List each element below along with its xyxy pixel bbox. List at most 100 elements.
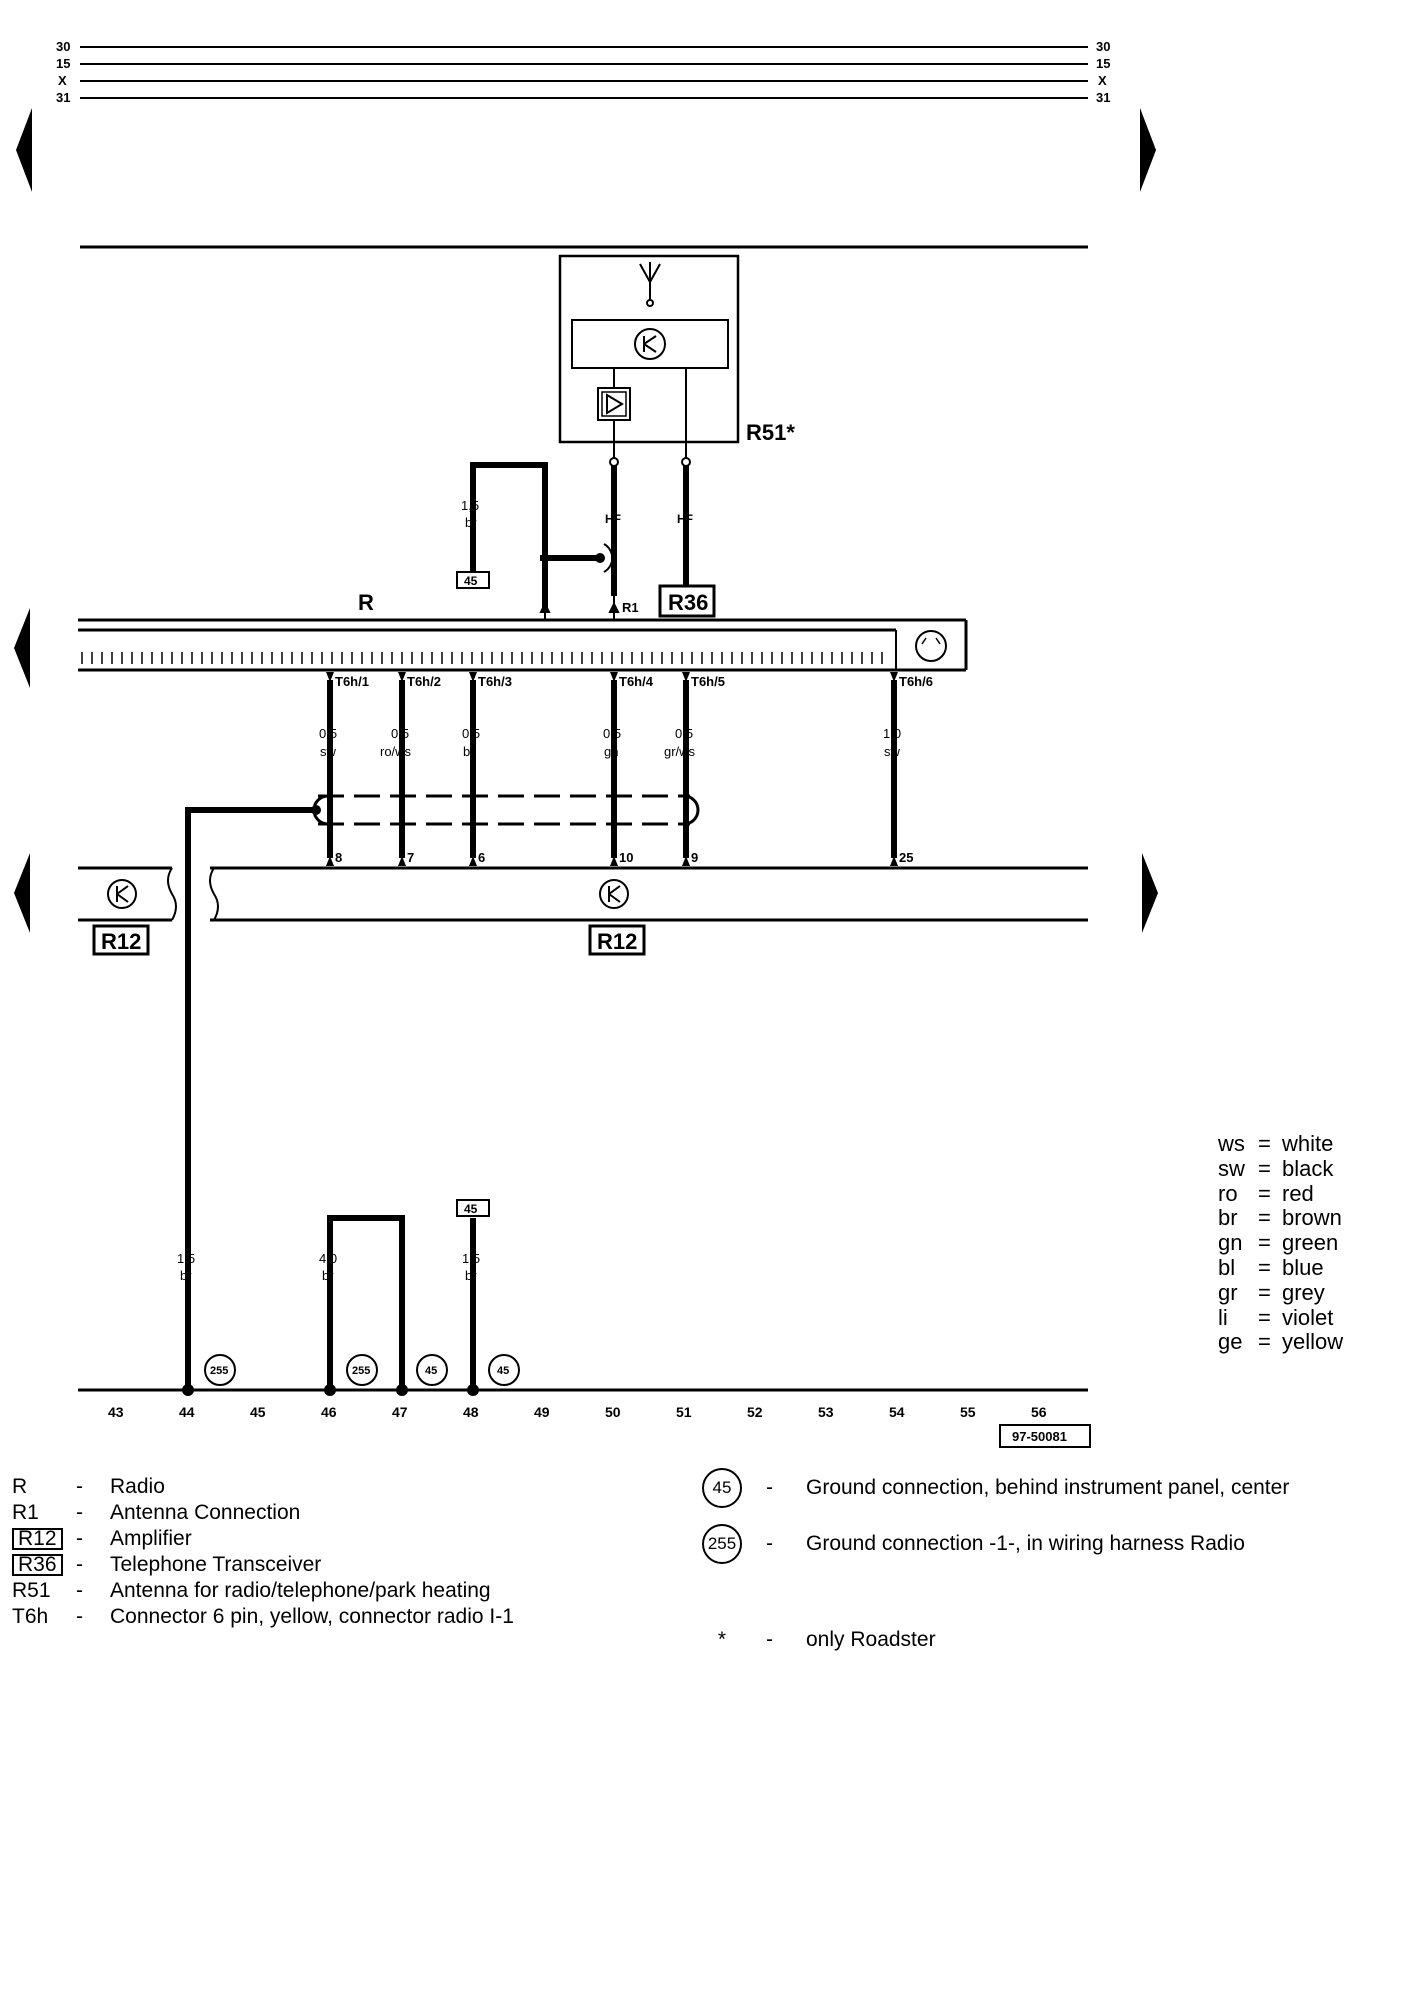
svg-text:31: 31 [1096,90,1110,105]
pin-arrow [326,856,334,866]
legend-row: R-Radio [12,1475,165,1498]
color-row: sw=black [1218,1155,1334,1181]
svg-text:X: X [1098,73,1107,88]
pin-arrow [890,856,898,866]
prev-page-arrow-icon[interactable] [16,108,32,192]
wire-label: T6h/2 [407,674,441,689]
svg-text:45: 45 [497,1365,509,1377]
svg-text:1,5: 1,5 [177,1251,195,1266]
svg-text:31: 31 [56,90,70,105]
legend-row: T6h-Connector 6 pin, yellow, connector r… [12,1605,514,1628]
cable-shield [312,794,700,826]
document-id: 97-50081 [999,1424,1091,1448]
svg-text:30: 30 [56,39,70,54]
next-page-arrow-icon[interactable] [1140,108,1156,192]
radio-knob-icon [915,630,947,662]
track-number: 50 [605,1404,621,1420]
pin-arrow [682,672,690,682]
ground-ref-45-bottom: 45 [456,1199,490,1217]
color-row: gr=grey [1218,1279,1325,1305]
ground-wire-45-top [470,462,548,612]
telephone-transceiver-r36: R36 [658,584,716,618]
wire-label: 0,5 [675,726,693,741]
wire-label: T6h/3 [478,674,512,689]
svg-text:15: 15 [56,56,70,71]
hf-label-2: HF [677,512,693,526]
wire-label: ro/ws [380,744,412,759]
color-row: br=brown [1218,1205,1342,1231]
svg-text:br: br [465,1268,477,1283]
wire-label: 0,5 [319,726,337,741]
color-row: ro=red [1218,1180,1314,1206]
pin-arrow [398,856,406,866]
pin-arrow [610,672,618,682]
ground-bus-nodes [182,1384,479,1396]
svg-text:br: br [322,1268,334,1283]
wire-label: 7 [407,850,414,865]
radio-transceiver-icon [634,328,666,360]
svg-text:97-50081: 97-50081 [1012,1429,1067,1444]
track-number: 46 [321,1404,337,1420]
pin-arrow [326,672,334,682]
wire-label: 0,5 [391,726,409,741]
radio-unit [78,618,968,672]
svg-text:4,0: 4,0 [319,1251,337,1266]
color-row: ws=white [1218,1131,1334,1156]
svg-text:45: 45 [425,1365,437,1377]
ground-legend-255: 255 - Ground connection -1-, in wiring h… [702,1524,1245,1564]
svg-text:X: X [58,73,67,88]
hf-label-1: HF [605,512,621,526]
amplifier-unit: R12 R12 [78,866,1088,956]
wire-label: 6 [478,850,485,865]
pin-arrow [469,856,477,866]
wire-label: gr/ws [664,744,696,759]
track-number: 45 [250,1404,266,1420]
radio-scale [81,652,883,664]
component-legend: R-Radio R1-Antenna Connection R12-Amplif… [12,1474,514,1630]
svg-text:255: 255 [352,1365,370,1377]
svg-text:45: 45 [464,574,478,588]
prev-section-arrow-icon-2[interactable] [14,853,30,933]
ground-ref-45-top: 45 [456,571,490,589]
svg-text:R12: R12 [597,929,637,954]
pin-arrow [469,672,477,682]
hf-cables [611,466,689,596]
svg-text:45: 45 [464,1202,478,1216]
color-row: li=violet [1218,1304,1334,1330]
track-number: 55 [960,1404,976,1420]
footnote: * - only Roadster [717,1628,936,1651]
svg-text:br: br [180,1268,192,1283]
amplifier-symbol-icon [107,879,137,909]
wire-label: T6h/1 [335,674,369,689]
svg-text:15: 15 [1096,56,1110,71]
wire-label: 1,0 [883,726,901,741]
amplifier-symbol-icon-2 [599,879,629,909]
track-number: 49 [534,1404,550,1420]
color-row: gn=green [1218,1230,1339,1256]
connector-wires: T6h/10,5sw8T6h/20,5ro/ws7T6h/30,5br6T6h/… [319,672,933,866]
wire-label: sw [320,744,337,759]
track-number: 43 [108,1404,124,1420]
radio-input-arrows [539,596,620,620]
radio-label: R [358,590,374,615]
wire-color-legend: ws=white sw=black ro=red br=brown gn=gre… [1218,1131,1343,1355]
pin-arrow [610,856,618,866]
track-number: 53 [818,1404,834,1420]
prev-section-arrow-icon[interactable] [14,608,30,688]
bottom-ground-wires [327,1215,476,1390]
ground-legend-45: 45 - Ground connection, behind instrumen… [702,1468,1289,1508]
wire-label: T6h/6 [899,674,933,689]
wire-label: 10 [619,850,633,865]
pin-arrow [682,856,690,866]
legend-row: R1-Antenna Connection [12,1501,301,1524]
rail-labels-left: 30 15 X 31 [56,39,70,105]
amplifier-icon [597,387,631,421]
antenna-module-r51: R51* [558,254,795,467]
track-number: 52 [747,1404,763,1420]
wiring-diagram: 30 15 X 31 30 15 X 31 [14,39,1158,1448]
ground-circles: 255 255 45 45 [204,1354,520,1386]
next-section-arrow-icon[interactable] [1142,853,1158,933]
wire-label: br [463,744,475,759]
power-rails [80,46,1088,99]
